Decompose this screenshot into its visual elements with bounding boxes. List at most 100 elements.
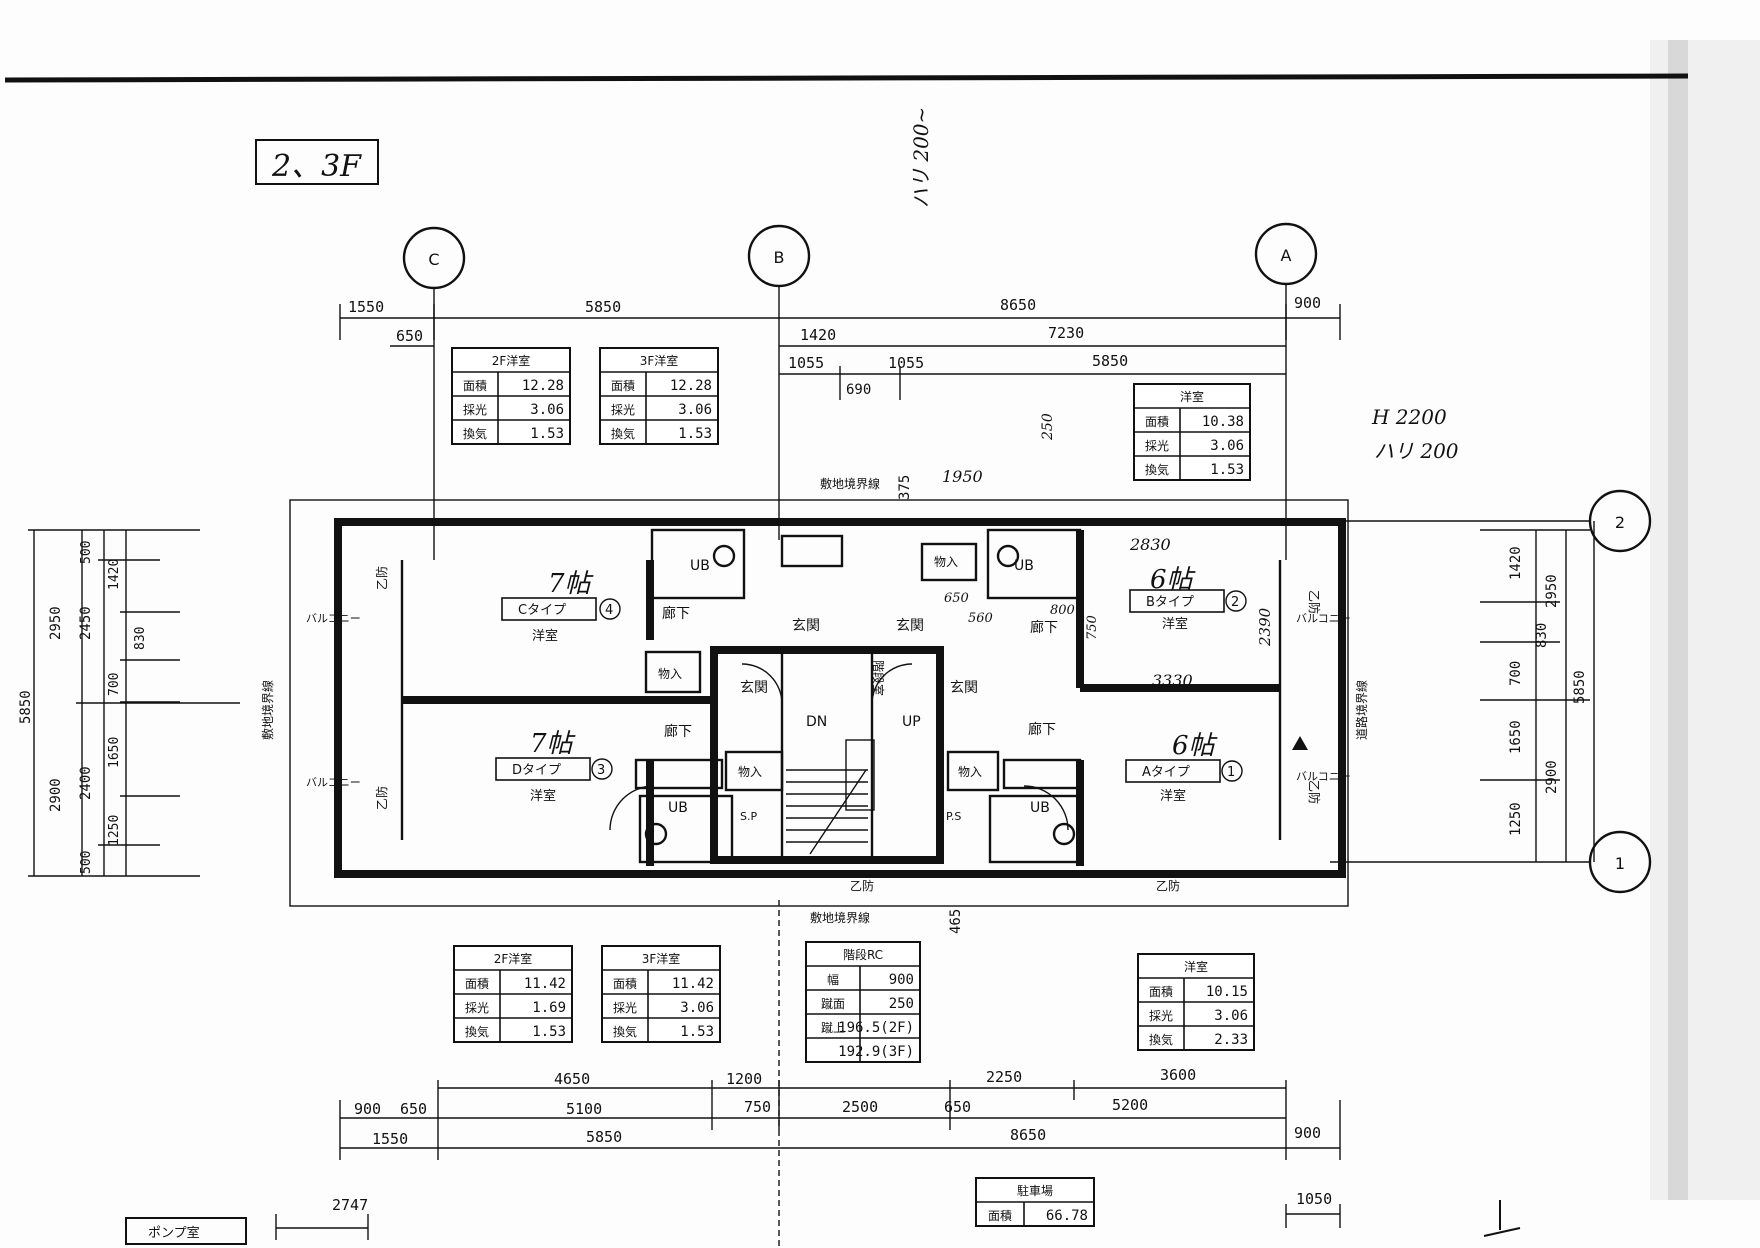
table-row-value: 12.28: [670, 378, 712, 394]
pump-room-box: [125, 1217, 247, 1245]
pipe-shaft-right: P.S: [946, 810, 961, 823]
room-a-type-box: [1125, 759, 1221, 783]
table-row-value: 192.9(3F): [838, 1044, 914, 1060]
room-b-num-circle: [1225, 590, 1247, 612]
room-c-type-box: [501, 597, 597, 621]
storage-label-b: 物入: [934, 555, 958, 569]
ub-label-a: UB: [1030, 800, 1050, 816]
pump-room-label: ポンプ室: [148, 1225, 200, 1241]
room-b-name: 洋室: [1162, 616, 1188, 632]
room-d-type: Dタイプ: [512, 763, 561, 778]
note-2830: 2830: [1129, 535, 1171, 554]
grid-label-a: A: [1281, 246, 1292, 265]
stair-hall-label: 階段室: [871, 660, 886, 696]
room-d-num-circle: [591, 758, 613, 780]
fire-label-2: 乙防: [374, 786, 389, 810]
fire-label-6: 乙防: [1156, 878, 1180, 893]
dim-right-700: 700: [1508, 661, 1524, 686]
table-row-label: 蹴面: [821, 997, 845, 1011]
dim-bot-8650: 8650: [1010, 1126, 1046, 1144]
room-a-num-circle: [1221, 760, 1243, 782]
note-250: 250: [1040, 413, 1056, 441]
room-b: 6帖 Bタイプ 2 洋室: [1129, 565, 1247, 632]
table-row-label: 換気: [1145, 462, 1169, 477]
pipe-shaft-left: S.P: [740, 810, 757, 823]
dim-top-5850b: 5850: [1092, 352, 1128, 370]
dim-bot-900b: 900: [1294, 1124, 1321, 1142]
note-800: 800: [1050, 603, 1075, 618]
balcony-label-d: バルコニー: [306, 776, 361, 789]
ub-label-d: UB: [668, 800, 688, 816]
dim-top-7230: 7230: [1048, 324, 1084, 342]
grid-label-c: C: [428, 250, 439, 269]
table-head: 洋室: [1180, 389, 1204, 404]
table-row-label: 採光: [463, 403, 487, 417]
table-row-label: 採光: [465, 1001, 489, 1015]
fire-label-1: 乙防: [374, 566, 389, 590]
balcony-label-b: バルコニー: [1296, 612, 1351, 625]
table-row-value: 3.06: [1214, 1008, 1248, 1024]
table-row-value: 10.15: [1206, 984, 1248, 1000]
table-head: 階段RC: [843, 947, 883, 962]
grid-markers: C B A 2 1: [402, 222, 1652, 894]
dim-right-2900: 2900: [1544, 760, 1560, 794]
dim-top-690: 690: [846, 382, 871, 398]
table-row-value: 1.53: [1210, 462, 1244, 478]
dim-bot-4650: 4650: [554, 1070, 590, 1088]
dim-top-650: 650: [396, 327, 423, 345]
table-row-label: 換気: [613, 1024, 637, 1039]
table-row-value: 1.53: [678, 426, 712, 442]
table-row-label: 面積: [463, 378, 487, 393]
scan-edge-shadow: [1650, 40, 1760, 1200]
boundary-left-label: 敷地境界線: [260, 680, 275, 740]
table-row-value: 12.28: [522, 378, 564, 394]
right-dimension-lines: [1480, 529, 1590, 862]
table-row-value: 3.06: [680, 1000, 714, 1016]
dim-bot-750: 750: [744, 1098, 771, 1116]
dim-top-5850: 5850: [585, 298, 621, 316]
dim-left-1420: 1420: [107, 559, 122, 590]
table-head: 2F洋室: [494, 951, 533, 966]
room-c-name: 洋室: [532, 628, 558, 644]
table-row-value: 1.69: [532, 1000, 566, 1016]
table-row-value: 10.38: [1202, 414, 1244, 430]
grid-label-2: 2: [1615, 513, 1625, 532]
table-row-label: 換気: [611, 426, 635, 441]
dim-right-5850: 5850: [1572, 670, 1588, 704]
room-a-tatami: 6帖: [1172, 731, 1219, 761]
corridor-label-a: 廊下: [1028, 721, 1056, 738]
dim-right-1420: 1420: [1508, 546, 1524, 580]
dim-bot-3600: 3600: [1160, 1066, 1196, 1084]
building-outline: [334, 518, 1346, 878]
table-row-label: 面積: [1149, 984, 1173, 999]
table-row-label: 幅: [827, 972, 839, 987]
table-row-value: 900: [889, 972, 914, 988]
dim-left-500a: 500: [79, 541, 94, 564]
scan-edge-dark: [1668, 40, 1688, 1200]
table-row-value: 66.78: [1046, 1208, 1088, 1224]
dim-left-2950: 2950: [48, 606, 64, 640]
dim-bot-1550: 1550: [372, 1130, 408, 1148]
dim-bot-900: 900: [354, 1100, 381, 1118]
storage-blocks: [634, 534, 1082, 792]
ub-label-b: UB: [1014, 558, 1034, 574]
table-row-label: 採光: [611, 403, 635, 417]
room-c-tatami: 7帖: [548, 569, 595, 599]
dim-bot-2250: 2250: [986, 1068, 1022, 1086]
room-a-num: 1: [1227, 765, 1235, 780]
table-head: 洋室: [1184, 959, 1208, 974]
table-row-value: 11.42: [672, 976, 714, 992]
door-swing-4: [1023, 785, 1069, 831]
stray-mark: [1483, 1227, 1521, 1237]
table-row-label: 採光: [613, 1001, 637, 1015]
unit-baths: [638, 528, 1084, 864]
dim-right-1250: 1250: [1508, 802, 1524, 836]
note-560: 560: [968, 611, 993, 626]
dim-bot-650b: 650: [944, 1098, 971, 1116]
